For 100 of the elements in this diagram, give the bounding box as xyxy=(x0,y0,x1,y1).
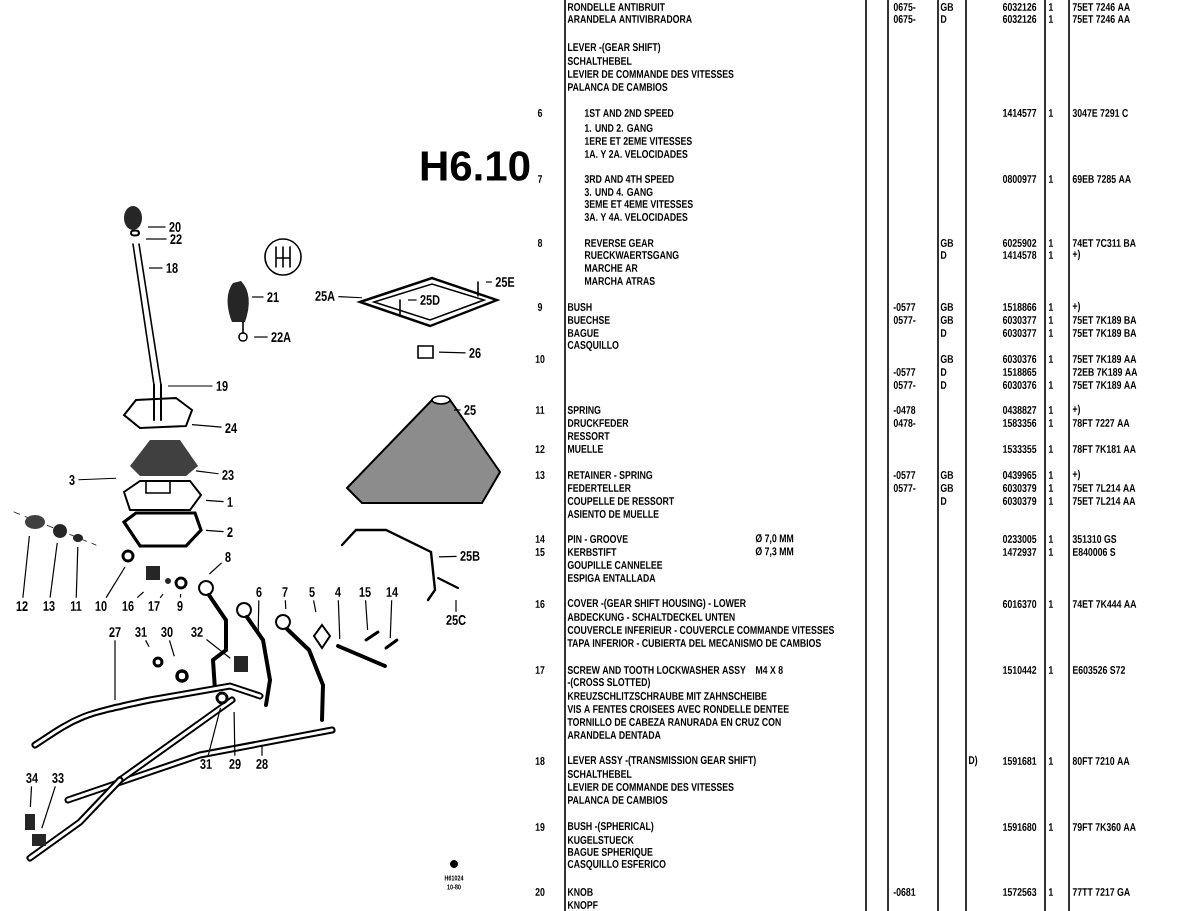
quantity: 1 xyxy=(1048,757,1053,765)
country-code: GB xyxy=(940,316,954,324)
item-number: 16 xyxy=(535,600,545,608)
part-number: 0438827 xyxy=(1002,406,1037,414)
part-description: LEVIER DE COMMANDE DES VITESSES xyxy=(568,70,734,78)
leader-line xyxy=(167,385,214,387)
quantity: 1 xyxy=(1048,600,1053,608)
part-number: 6030377 xyxy=(1002,316,1037,324)
date-code: -0577 xyxy=(893,368,916,376)
part-description: 1ST AND 2ND SPEED xyxy=(584,109,674,117)
part-description: ASIENTO DE MUELLE xyxy=(567,510,659,518)
leader-line xyxy=(453,409,462,411)
part-description: ARANDELA DENTADA xyxy=(567,731,661,739)
callout-number: 25A xyxy=(315,291,335,301)
part-number: 1583356 xyxy=(1003,419,1037,427)
part-description: 1A. Y 2A. VELOCIDADES xyxy=(584,150,688,158)
date-code: -0577 xyxy=(893,303,916,311)
model-code: D) xyxy=(969,755,978,767)
leader-line xyxy=(207,707,222,757)
part-number: 0800977 xyxy=(1002,175,1037,183)
callout-number: 25B xyxy=(460,551,480,561)
callout-number: 31 xyxy=(135,627,147,637)
leader-line xyxy=(253,336,269,338)
country-code: GB xyxy=(940,355,954,363)
reference-number: 69EB 7285 AA xyxy=(1072,175,1131,183)
part-number: 1533355 xyxy=(1003,445,1037,453)
part-description: COUPELLE DE RESSORT xyxy=(567,497,675,505)
quantity: 1 xyxy=(1048,497,1053,505)
callout-number: 25 xyxy=(464,405,476,415)
item-number: 12 xyxy=(535,445,545,453)
leader-line xyxy=(168,639,175,657)
page-title: H6.10 xyxy=(421,151,530,181)
callout-number: 27 xyxy=(109,627,121,637)
date-code: 0675- xyxy=(893,3,916,11)
callout-number: 1 xyxy=(227,497,233,507)
quantity: 1 xyxy=(1048,548,1053,556)
callout-number: 20 xyxy=(169,222,181,232)
size-spec: M4 X 8 xyxy=(756,666,783,674)
country-code: GB xyxy=(940,239,954,247)
part-description: PALANCA DE CAMBIOS xyxy=(568,83,668,91)
quantity: 1 xyxy=(1048,303,1053,311)
size-spec: Ø 7,0 MM xyxy=(755,534,794,544)
callout-number: 34 xyxy=(26,773,38,783)
leader-line xyxy=(337,296,363,299)
part-description: 1ERE ET 2EME VITESSES xyxy=(584,137,692,145)
callout-number: 4 xyxy=(335,587,341,597)
leader-line xyxy=(75,546,79,599)
leader-line xyxy=(205,638,231,659)
reference-number: 75ET 7K189 BA xyxy=(1072,329,1137,337)
leader-line xyxy=(407,299,418,301)
part-description: SCREW AND TOOTH LOCKWASHER ASSY xyxy=(567,666,746,674)
quantity: 1 xyxy=(1048,316,1053,324)
item-number: 9 xyxy=(537,303,543,311)
callout-number: 7 xyxy=(282,587,288,597)
quantity: 1 xyxy=(1048,535,1053,543)
reference-number: 75ET 7K189 AA xyxy=(1072,381,1137,389)
date-code: -0577 xyxy=(893,471,916,479)
quantity: 1 xyxy=(1048,329,1053,337)
part-number: 1518865 xyxy=(1003,368,1037,376)
callout-number: 10 xyxy=(95,601,107,611)
part-number: 0439965 xyxy=(1002,471,1037,479)
part-number: 1414577 xyxy=(1003,109,1037,117)
part-description: KUGELSTUECK xyxy=(568,836,634,844)
item-number: 8 xyxy=(537,239,543,247)
quantity: 1 xyxy=(1048,239,1053,247)
reference-number: 79FT 7K360 AA xyxy=(1072,823,1136,831)
item-number: 14 xyxy=(535,535,545,543)
part-description: BUSH -(SPHERICAL) xyxy=(568,821,654,833)
part-description: RESSORT xyxy=(568,432,610,440)
leader-line xyxy=(41,785,56,829)
reference-number: 351310 GS xyxy=(1072,535,1117,543)
size-spec: Ø 7,3 MM xyxy=(755,547,794,557)
reference-number: 75ET 7K189 AA xyxy=(1072,355,1137,363)
reference-number: 74ET 7K444 AA xyxy=(1072,600,1137,608)
part-number: 6025902 xyxy=(1002,239,1037,247)
callout-number: 22A xyxy=(271,332,291,342)
country-code: D xyxy=(941,15,947,23)
item-number: 10 xyxy=(535,355,545,363)
callout-number: 28 xyxy=(256,759,268,769)
part-number: 1510442 xyxy=(1003,666,1037,674)
quantity: 1 xyxy=(1048,419,1053,427)
part-description: FEDERTELLER xyxy=(568,484,631,492)
callout-number: 5 xyxy=(309,587,315,597)
reference-number: 74ET 7C311 BA xyxy=(1072,239,1136,247)
part-description: 3A. Y 4A. VELOCIDADES xyxy=(584,213,688,221)
reference-number: +) xyxy=(1072,469,1080,481)
leader-line xyxy=(205,529,225,533)
part-description: PIN - GROOVE xyxy=(568,535,628,543)
part-number: 6030376 xyxy=(1002,381,1037,389)
callout-number: 25C xyxy=(446,615,466,625)
callout-number: 22 xyxy=(170,234,182,244)
leader-line xyxy=(114,639,116,701)
part-description: DRUCKFEDER xyxy=(568,419,629,427)
callout-number: 9 xyxy=(177,601,183,611)
part-description: SCHALTHEBEL xyxy=(567,770,632,778)
callout-number: 25D xyxy=(420,295,440,305)
part-description: BUSH xyxy=(568,303,592,311)
leader-line xyxy=(145,238,168,240)
callout-number: 2 xyxy=(227,527,233,537)
part-number: 0233005 xyxy=(1002,535,1037,543)
